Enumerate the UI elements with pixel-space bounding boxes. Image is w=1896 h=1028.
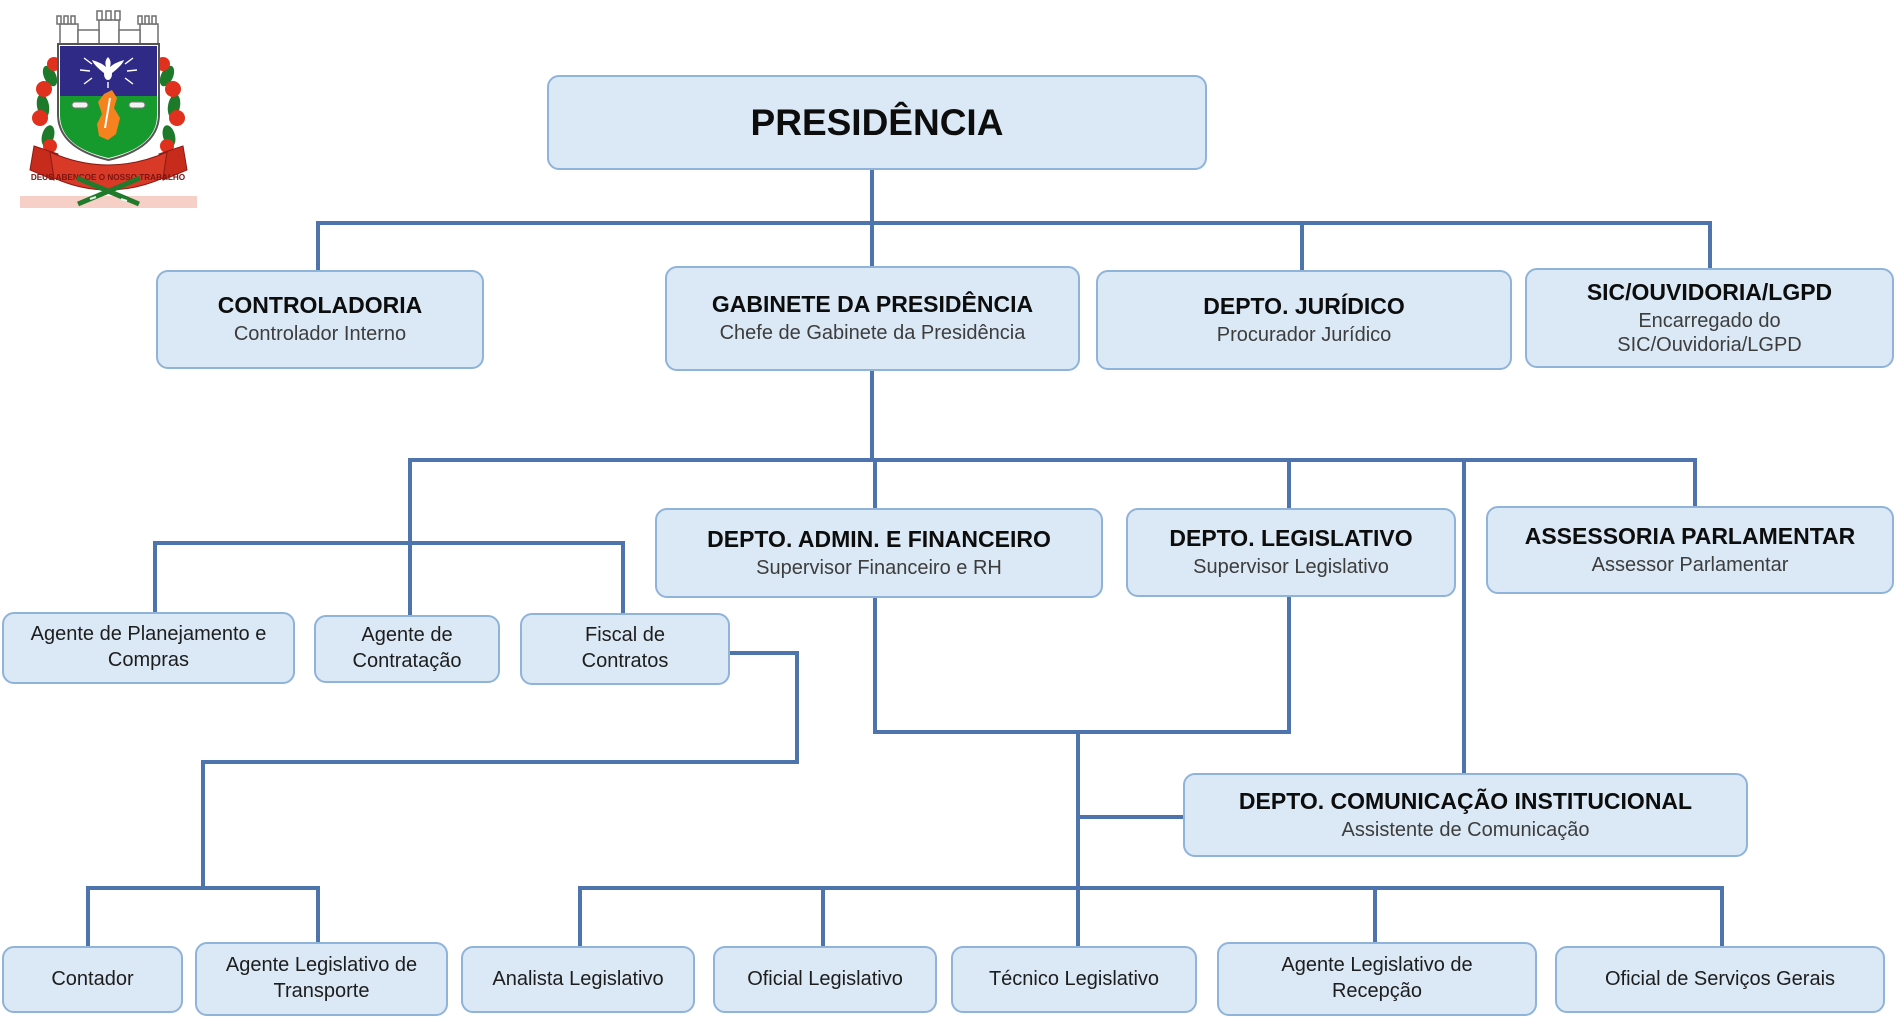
dove bbox=[79, 57, 138, 88]
connector bbox=[873, 730, 1291, 734]
org-node-depto-juridico: DEPTO. JURÍDICO Procurador Jurídico bbox=[1096, 270, 1512, 370]
mural-crown bbox=[56, 10, 159, 47]
connector bbox=[621, 541, 625, 617]
connector bbox=[728, 651, 799, 655]
org-node-presidencia: PRESIDÊNCIA bbox=[547, 75, 1207, 170]
connector bbox=[1076, 815, 1183, 819]
org-node-agente-planejamento-compras: Agente de Planejamento e Compras bbox=[2, 612, 295, 684]
node-title: Analista Legislativo bbox=[492, 967, 664, 990]
connector bbox=[873, 596, 877, 734]
connector bbox=[153, 541, 625, 545]
node-title: Oficial Legislativo bbox=[747, 967, 903, 990]
node-title: Técnico Legislativo bbox=[988, 967, 1160, 990]
connector bbox=[873, 458, 877, 510]
connector bbox=[1300, 221, 1304, 272]
connector bbox=[1693, 458, 1697, 509]
node-subtitle: Supervisor Legislativo bbox=[1193, 556, 1389, 579]
org-node-gabinete-da-presidencia: GABINETE DA PRESIDÊNCIA Chefe de Gabinet… bbox=[665, 266, 1080, 371]
connector bbox=[408, 458, 1697, 462]
logo-motto: DEUS ABENÇOE O NOSSO TRABALHO bbox=[31, 173, 186, 182]
connector bbox=[1720, 886, 1724, 950]
node-subtitle: Assistente de Comunicação bbox=[1341, 818, 1590, 841]
node-title: Agente Legislativo de Recepção bbox=[1281, 954, 1473, 1002]
org-node-controladoria: CONTROLADORIA Controlador Interno bbox=[156, 270, 484, 369]
node-title: Fiscal de Contratos bbox=[581, 624, 669, 672]
node-title: DEPTO. LEGISLATIVO bbox=[1169, 525, 1413, 552]
org-node-sic-ouvidoria-lgpd: SIC/OUVIDORIA/LGPD Encarregado do SIC/Ou… bbox=[1525, 268, 1894, 368]
connector bbox=[201, 760, 799, 764]
node-title: DEPTO. ADMIN. E FINANCEIRO bbox=[707, 525, 1051, 552]
org-node-depto-comunicacao: DEPTO. COMUNICAÇÃO INSTITUCIONAL Assiste… bbox=[1183, 773, 1748, 857]
node-title: Agente de Contratação bbox=[352, 624, 462, 672]
node-title: Agente de Planejamento e Compras bbox=[30, 623, 267, 671]
node-subtitle: Procurador Jurídico bbox=[1216, 323, 1392, 346]
connector bbox=[201, 760, 205, 890]
org-node-agente-legislativo-recepcao: Agente Legislativo de Recepção bbox=[1217, 942, 1537, 1016]
connector bbox=[1287, 458, 1291, 510]
connector bbox=[316, 221, 1712, 225]
node-title: SIC/OUVIDORIA/LGPD bbox=[1586, 278, 1833, 305]
org-node-oficial-legislativo: Oficial Legislativo bbox=[713, 946, 937, 1013]
connector bbox=[408, 458, 412, 619]
connector bbox=[1373, 886, 1377, 946]
node-title: Agente Legislativo de Transporte bbox=[225, 954, 418, 1002]
node-subtitle: Assessor Parlamentar bbox=[1591, 553, 1789, 576]
org-node-fiscal-contratos: Fiscal de Contratos bbox=[520, 613, 730, 685]
connector bbox=[870, 369, 874, 462]
connector bbox=[1287, 595, 1291, 734]
node-subtitle: Chefe de Gabinete da Presidência bbox=[719, 322, 1026, 345]
org-node-agente-legislativo-transporte: Agente Legislativo de Transporte bbox=[195, 942, 448, 1016]
connector bbox=[1462, 458, 1466, 775]
org-node-depto-admin-financeiro: DEPTO. ADMIN. E FINANCEIRO Supervisor Fi… bbox=[655, 508, 1103, 598]
connector bbox=[578, 886, 582, 950]
shield bbox=[57, 43, 160, 162]
org-node-depto-legislativo: DEPTO. LEGISLATIVO Supervisor Legislativ… bbox=[1126, 508, 1456, 597]
municipality-map bbox=[97, 90, 120, 140]
connector bbox=[821, 886, 825, 950]
org-node-agente-contratacao: Agente de Contratação bbox=[314, 615, 500, 683]
org-node-analista-legislativo: Analista Legislativo bbox=[461, 946, 695, 1013]
connector bbox=[316, 221, 320, 272]
org-node-tecnico-legislativo: Técnico Legislativo bbox=[951, 946, 1197, 1013]
connector bbox=[153, 541, 157, 616]
org-node-assessoria-parlamentar: ASSESSORIA PARLAMENTAR Assessor Parlamen… bbox=[1486, 506, 1894, 594]
node-title: Contador bbox=[51, 967, 134, 990]
connector bbox=[1076, 730, 1080, 950]
org-node-contador: Contador bbox=[2, 946, 183, 1013]
node-title: GABINETE DA PRESIDÊNCIA bbox=[711, 291, 1034, 318]
connector bbox=[870, 168, 874, 268]
node-title: DEPTO. JURÍDICO bbox=[1203, 292, 1405, 319]
node-title: DEPTO. COMUNICAÇÃO INSTITUCIONAL bbox=[1238, 787, 1693, 814]
connector bbox=[795, 651, 799, 764]
municipal-coat-of-arms-icon: DEUS ABENÇOE O NOSSO TRABALHO bbox=[20, 10, 197, 208]
connector bbox=[86, 886, 90, 950]
node-subtitle: Encarregado do SIC/Ouvidoria/LGPD bbox=[1617, 309, 1802, 357]
node-title: ASSESSORIA PARLAMENTAR bbox=[1524, 522, 1856, 549]
connector bbox=[316, 886, 320, 946]
logo-scan-strip bbox=[20, 196, 197, 208]
crossed-stalks bbox=[76, 175, 141, 207]
connector bbox=[578, 886, 1724, 890]
node-title: CONTROLADORIA bbox=[217, 292, 423, 319]
node-subtitle: Controlador Interno bbox=[233, 323, 407, 346]
org-node-oficial-servicos-gerais: Oficial de Serviços Gerais bbox=[1555, 946, 1885, 1013]
connector bbox=[86, 886, 320, 890]
node-subtitle: Supervisor Financeiro e RH bbox=[756, 556, 1002, 579]
node-title: PRESIDÊNCIA bbox=[750, 101, 1004, 143]
connector bbox=[1708, 221, 1712, 270]
node-title: Oficial de Serviços Gerais bbox=[1604, 967, 1836, 990]
